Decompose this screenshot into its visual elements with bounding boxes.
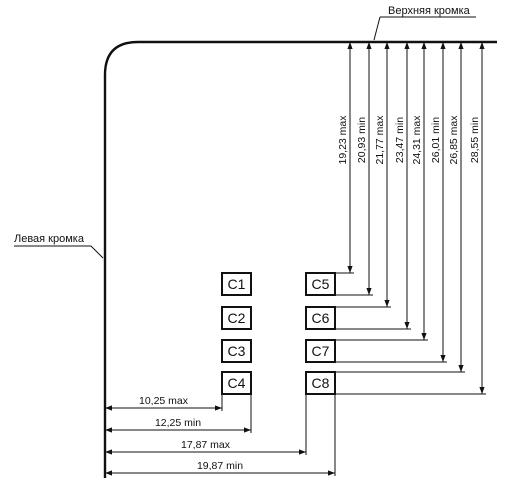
top-edge-label: Верхняя кромка bbox=[388, 5, 471, 17]
contact-c6-box bbox=[305, 306, 336, 330]
vertical-dim-arrow-bottom bbox=[458, 365, 464, 372]
vertical-dim-label: 28,55 min bbox=[469, 117, 481, 163]
left-edge-label: Левая кромка bbox=[14, 233, 85, 245]
vertical-dim-arrow-top bbox=[421, 42, 427, 49]
contact-c1-box bbox=[221, 272, 252, 296]
vertical-dimensions: 19,23 max 20,93 min 21,77 max 23,47 min 24,3… bbox=[335, 42, 486, 395]
horizontal-dim-arrow-left bbox=[105, 427, 112, 433]
contact-c4-box bbox=[221, 371, 252, 395]
vertical-dim-label: 20,93 min bbox=[356, 117, 368, 163]
horizontal-dim-label: 10,25 max bbox=[139, 395, 189, 407]
contact-c1-label: C1 bbox=[228, 276, 246, 292]
vertical-dim-label: 21,77 max bbox=[374, 115, 386, 165]
vertical-dim-arrow-bottom bbox=[404, 322, 410, 329]
contact-c5-label: C5 bbox=[312, 276, 330, 292]
horizontal-dim-arrow-left bbox=[105, 470, 112, 476]
horizontal-dim-label: 19,87 min bbox=[197, 460, 243, 472]
horizontal-dim-arrow-right bbox=[215, 405, 222, 411]
vertical-dim-label: 24,31 max bbox=[411, 115, 423, 165]
contact-c8-label: C8 bbox=[312, 375, 330, 391]
contact-c2-box bbox=[221, 306, 252, 330]
horizontal-dim-arrow-right bbox=[299, 449, 306, 455]
vertical-dim-arrow-top bbox=[347, 42, 353, 49]
contact-c4-label: C4 bbox=[228, 375, 246, 391]
vertical-dim-arrow-top bbox=[384, 42, 390, 49]
right-contact-column: C5 C6 C7 C8 bbox=[305, 272, 336, 395]
vertical-dim-arrow-top bbox=[440, 42, 446, 49]
contact-c3-box bbox=[221, 339, 252, 363]
card-outline bbox=[103, 40, 497, 478]
vertical-dim-arrow-bottom bbox=[440, 355, 446, 362]
left-contact-column: C1 C2 C3 C4 bbox=[221, 272, 252, 395]
vertical-dim-arrow-bottom bbox=[384, 300, 390, 307]
vertical-dim-arrow-top bbox=[458, 42, 464, 49]
vertical-dim-arrow-bottom bbox=[366, 288, 372, 295]
vertical-dim-label: 26,01 min bbox=[430, 117, 442, 163]
horizontal-dimensions: 10,25 max 12,25 min 17,87 max 19,87 min bbox=[105, 394, 336, 476]
horizontal-dim-arrow-right bbox=[328, 470, 335, 476]
vertical-dim-arrow-bottom bbox=[347, 266, 353, 273]
vertical-dim-arrow-bottom bbox=[479, 387, 485, 394]
horizontal-dim-arrow-right bbox=[244, 427, 251, 433]
horizontal-dim-label: 17,87 max bbox=[181, 439, 231, 451]
vertical-dim-label: 26,85 max bbox=[448, 115, 460, 165]
contact-c7-box bbox=[305, 339, 336, 363]
contact-c2-label: C2 bbox=[228, 310, 246, 326]
horizontal-dim-label: 12,25 min bbox=[155, 417, 201, 429]
contact-c3-label: C3 bbox=[228, 343, 246, 359]
left-edge-leader-diag bbox=[90, 245, 104, 259]
contact-c5-box bbox=[305, 272, 336, 296]
contact-c7-label: C7 bbox=[312, 343, 330, 359]
vertical-dim-arrow-top bbox=[366, 42, 372, 49]
top-edge-leader-diag bbox=[373, 16, 381, 41]
contact-c6-label: C6 bbox=[312, 310, 330, 326]
contact-c8-box bbox=[305, 371, 336, 395]
vertical-dim-label: 19,23 max bbox=[337, 115, 349, 165]
vertical-dim-arrow-top bbox=[479, 42, 485, 49]
horizontal-dim-arrow-left bbox=[105, 405, 112, 411]
vertical-dim-label: 23,47 min bbox=[394, 117, 406, 163]
vertical-dim-arrow-top bbox=[404, 42, 410, 49]
horizontal-dim-arrow-left bbox=[105, 449, 112, 455]
vertical-dim-arrow-bottom bbox=[421, 333, 427, 340]
